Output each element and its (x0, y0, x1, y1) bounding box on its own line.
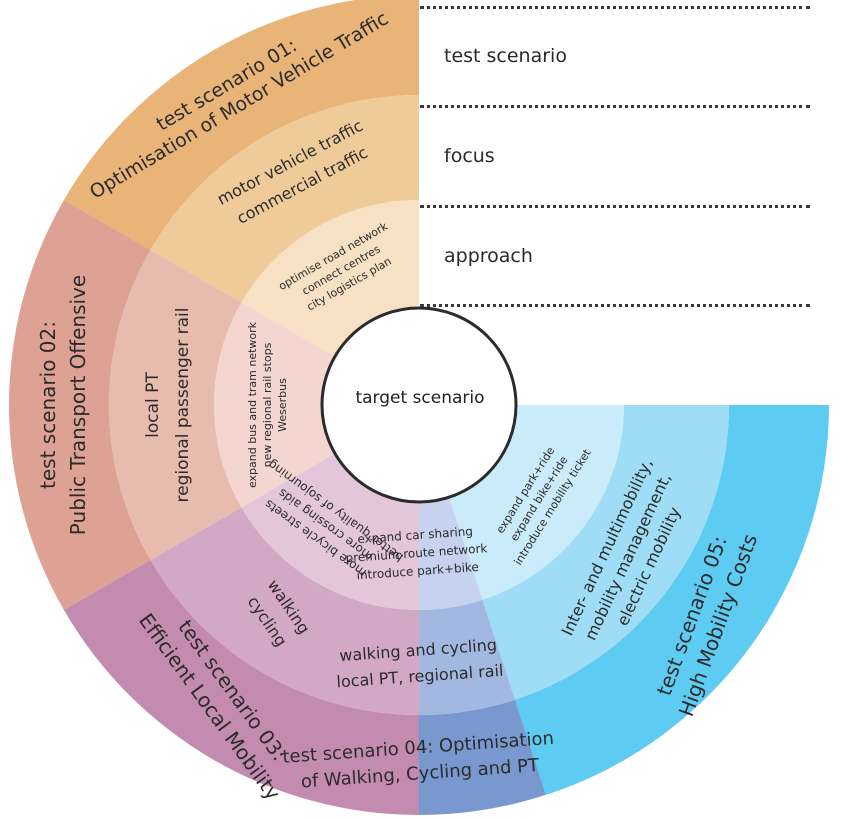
center-label: target scenario (355, 388, 485, 408)
legend-separator (420, 6, 810, 9)
legend-approach: approach (444, 245, 533, 267)
scenario-2-outer-line: test scenario 02: (36, 321, 60, 489)
scenario-2-outer-segment (8, 200, 151, 610)
legend-test-scenario: test scenario (444, 45, 567, 67)
scenario-2-inner-line: new regional rail stops (261, 342, 274, 467)
scenario-5-inner-segment (448, 405, 624, 600)
legend-separator (420, 205, 810, 208)
scenario-5-middle-segment (482, 405, 729, 700)
scenario-2-middle-line: regional passenger rail (173, 308, 193, 503)
legend-focus: focus (444, 145, 495, 167)
scenario-2-middle-segment (108, 250, 242, 560)
scenario-2-inner-line: expand bus and tram network (246, 321, 259, 488)
scenario-1-middle-segment (150, 95, 420, 303)
scenario-4-inner-label: expand car sharingpremium route networki… (344, 523, 489, 583)
scenario-2-inner-line: Weserbus (276, 378, 289, 432)
scenario-2-outer-label: test scenario 02:Public Transport Offens… (36, 275, 90, 535)
scenario-3-middle-segment (150, 507, 420, 715)
scenario-2-outer-line: Public Transport Offensive (66, 275, 90, 535)
center-circle (320, 306, 518, 504)
scenario-2-middle-line: local PT (143, 372, 163, 438)
scenario-1-outer-segment (63, 0, 419, 250)
scenario-5-outer-segment (514, 405, 829, 795)
legend-separator (420, 105, 810, 108)
scenario-3-outer-segment (63, 560, 419, 815)
legend-separator (420, 304, 810, 307)
scenario-2-inner-segment (214, 302, 335, 508)
scenario-2-middle-label: local PT regional passenger rail (143, 308, 193, 503)
